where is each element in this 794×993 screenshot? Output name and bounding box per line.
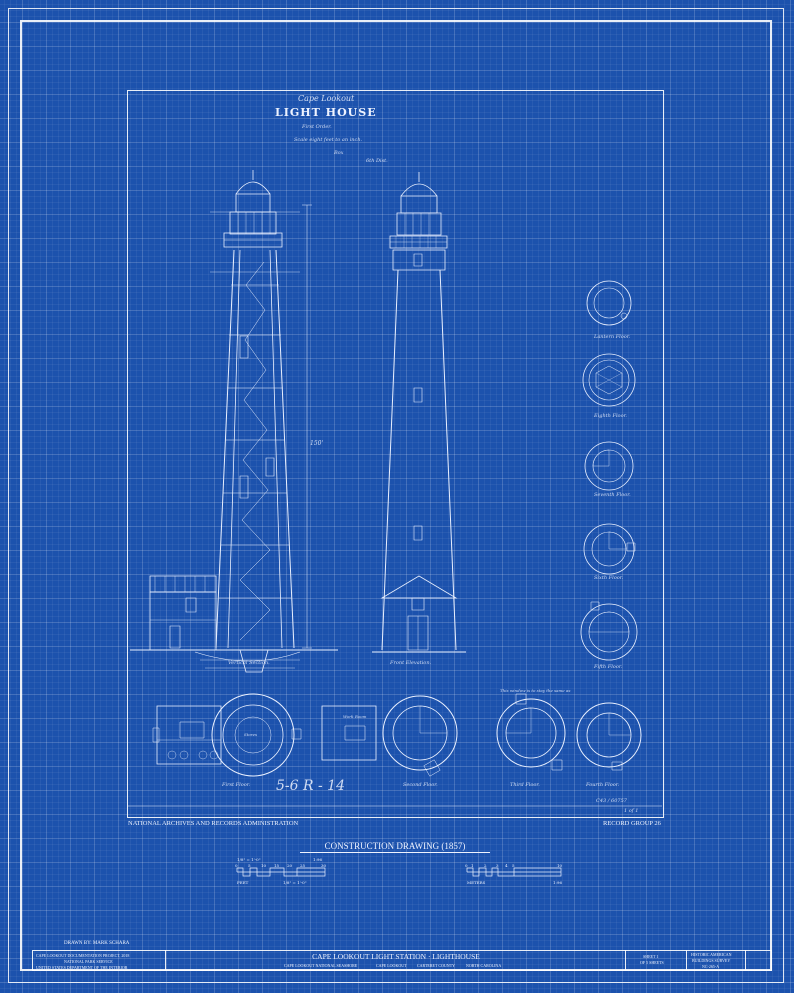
label-sixth-floor: Sixth Floor. [594,575,624,581]
meters-tick: 0 [465,863,468,868]
catalog-sheet: 1 of 1 [624,808,639,814]
location-cape: CAPE LOOKOUT [376,963,407,968]
title-block-divider [745,950,746,971]
source-record-group: RECORD GROUP 26 [603,820,661,827]
feet-tick: 0 [235,863,238,868]
source-archive: NATIONAL ARCHIVES AND RECORDS ADMINISTRA… [128,820,299,827]
label-fourth-floor: Fourth Floor. [586,782,620,788]
survey-line-2: BUILDINGS SURVEY [692,958,731,963]
label-first-floor: First Floor. [222,782,251,788]
number-stamp: 5-6 R - 14 [276,778,345,794]
outer-border [8,8,784,983]
label-second-floor: Second Floor. [403,782,438,788]
survey-line-1: HISTORIC AMERICAN [691,952,732,957]
location-seashore: CAPE LOOKOUT NATIONAL SEASHORE [284,963,358,968]
sheet-number: SHEET 1 [643,954,659,959]
project-name: CAPE LOOKOUT DOCUMENTATION PROJECT, 2018 [36,953,130,958]
vertical-section-view [130,170,338,672]
drawn-by: DRAWN BY: MARK SCHARA [64,941,130,946]
scale-bars [237,868,561,876]
label-vertical-section: Vertical Section. [228,660,270,666]
meters-tick: 4 [505,863,508,868]
survey-number: NC-265-A [702,964,720,969]
drawing-scale: Scale eight feet to an inch. [294,137,363,143]
agency-name: NATIONAL PARK SERVICE [64,959,113,964]
drawing-district: 6th Dist. [366,158,388,164]
drawing-ref: Box [334,150,344,156]
lower-floor-plans [128,694,662,806]
sheet-count: OF 5 SHEETS [640,960,664,965]
title-block [32,950,772,971]
feet-ratio-right: 1:96 [313,857,322,862]
meters-tick: 2 [484,863,487,868]
label-front-elevation: Front Elevation. [390,660,432,666]
label-work-room: Work Room [343,714,367,719]
label-seventh-floor: Seventh Floor. [594,492,631,498]
title-block-divider [686,950,687,971]
meters-tick: 10 [557,863,563,868]
label-stores: Stores [244,732,258,737]
label-third-note: This window is to stay the same as [500,688,571,693]
feet-ratio-bottom: 1/8" = 1'-0" [283,880,307,885]
feet-tick: 20 [287,863,293,868]
feet-label: FEET [237,880,249,885]
construction-drawing-title: CONSTRUCTION DRAWING (1857) [300,841,490,853]
label-eighth-floor: Eighth Floor. [594,413,628,419]
catalog-number: C43 / 60757 [596,798,627,804]
department-name: UNITED STATES DEPARTMENT OF THE INTERIOR [36,965,128,970]
title-block-divider [625,950,626,971]
feet-tick: 15 [274,863,280,868]
label-third-floor: Third Floor. [510,782,540,788]
drawing-subtitle: Cape Lookout [298,94,355,103]
drawing-title: LIGHT HOUSE [275,106,377,119]
front-elevation-view [372,172,466,652]
feet-ratio-top: 1/8" = 1'-0" [237,857,261,862]
meters-ratio: 1:96 [553,880,562,885]
dimension-label: 150' [310,440,324,447]
feet-tick: 5 [248,863,251,868]
sheet-main-title: CAPE LOOKOUT LIGHT STATION · LIGHTHOUSE [312,952,480,961]
feet-tick: 10 [261,863,267,868]
meters-tick: 1 [471,863,474,868]
title-block-divider [165,950,166,971]
meters-tick: 3 [496,863,499,868]
upper-floor-plans [581,281,637,660]
drawing-frame [127,90,664,818]
meters-label: METERS [467,880,486,885]
drawing-order: First Order. [302,124,332,130]
meters-tick: 5 [512,863,515,868]
label-fifth-floor: Fifth Floor. [594,664,623,670]
feet-tick: 30 [321,863,327,868]
location-county: CARTERET COUNTY [417,963,456,968]
location-state: NORTH CAROLINA [466,963,502,968]
feet-tick: 25 [300,863,306,868]
label-lantern-floor: Lantern Floor. [594,334,631,340]
